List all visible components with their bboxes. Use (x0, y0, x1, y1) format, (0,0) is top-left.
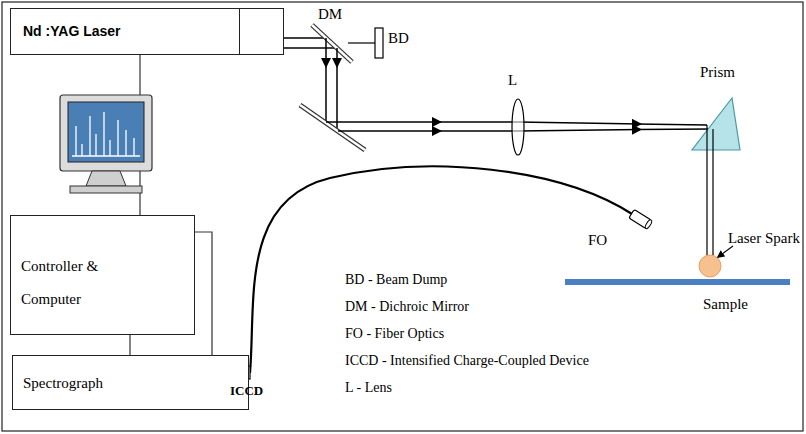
spectrum-peak (109, 140, 110, 156)
laser-beam (338, 130, 440, 132)
spectrum-peak (125, 130, 126, 156)
steering-mirror (300, 105, 365, 150)
detector-label: ICCD (230, 384, 263, 398)
laser-beam (325, 38, 327, 66)
laser-beam (436, 130, 518, 132)
spectrum-peak (103, 112, 104, 156)
spectrum-peak (117, 120, 118, 156)
optical-fiber (250, 166, 632, 373)
spectrum-peak (133, 138, 134, 156)
legend-note: ICCD - Intensified Charge-Coupled Device (345, 353, 589, 368)
legend-note: BD - Beam Dump (345, 272, 447, 287)
sample-label: Sample (703, 296, 748, 313)
dump-label: BD (388, 30, 409, 47)
node-label: Spectrograph (23, 374, 248, 392)
node-label: Controller & Computer (21, 250, 121, 316)
dichroic-mirror (312, 25, 352, 62)
controller-box: Controller & Computer (10, 215, 195, 335)
laser-beam (436, 121, 518, 123)
laser-beam (518, 122, 640, 124)
laser-spark (699, 255, 721, 277)
spectrum-peak (81, 144, 82, 156)
laser-beam (706, 125, 707, 256)
laser-beam (336, 48, 338, 66)
laser-beam (518, 130, 640, 132)
legend-note: DM - Dichroic Mirror (345, 299, 469, 314)
control-wire (195, 232, 212, 355)
cable-line (129, 335, 130, 355)
laser-beam (275, 47, 337, 49)
laser-beam (336, 64, 338, 131)
prism (692, 98, 740, 150)
spectrum-peak (75, 126, 76, 156)
prism-label: Prism (700, 64, 735, 81)
node-label: Nd :YAG Laser (23, 23, 283, 40)
laser-beam (636, 128, 713, 130)
laser-beam (712, 129, 713, 256)
mirror-label: DM (318, 6, 342, 23)
dichroic-mirror (312, 25, 352, 62)
sample-plate (565, 279, 790, 285)
laser-beam (636, 124, 707, 125)
lens-label: L (508, 72, 517, 89)
spectrum-peak (89, 116, 90, 156)
focusing-lens (512, 99, 524, 155)
computer-monitor (60, 95, 152, 193)
laser-beam (326, 121, 440, 123)
fiber-label: FO (588, 232, 607, 249)
leader-line (718, 246, 733, 257)
spectrum-peak (95, 134, 96, 156)
spectrum-baseline (72, 155, 140, 156)
spark-label: Laser Spark (728, 230, 800, 247)
beam-dump (375, 28, 383, 58)
steering-mirror (300, 105, 365, 150)
spectrograph-box: Spectrograph (12, 355, 249, 410)
legend-note: L - Lens (345, 380, 392, 395)
laser-head-divider (239, 9, 240, 54)
fiber-collimator (629, 209, 653, 229)
legend-note: FO - Fiber Optics (345, 326, 444, 341)
laser-beam (325, 64, 327, 122)
laser-box: Nd :YAG Laser (10, 8, 284, 55)
transmitted-beam (348, 42, 375, 43)
